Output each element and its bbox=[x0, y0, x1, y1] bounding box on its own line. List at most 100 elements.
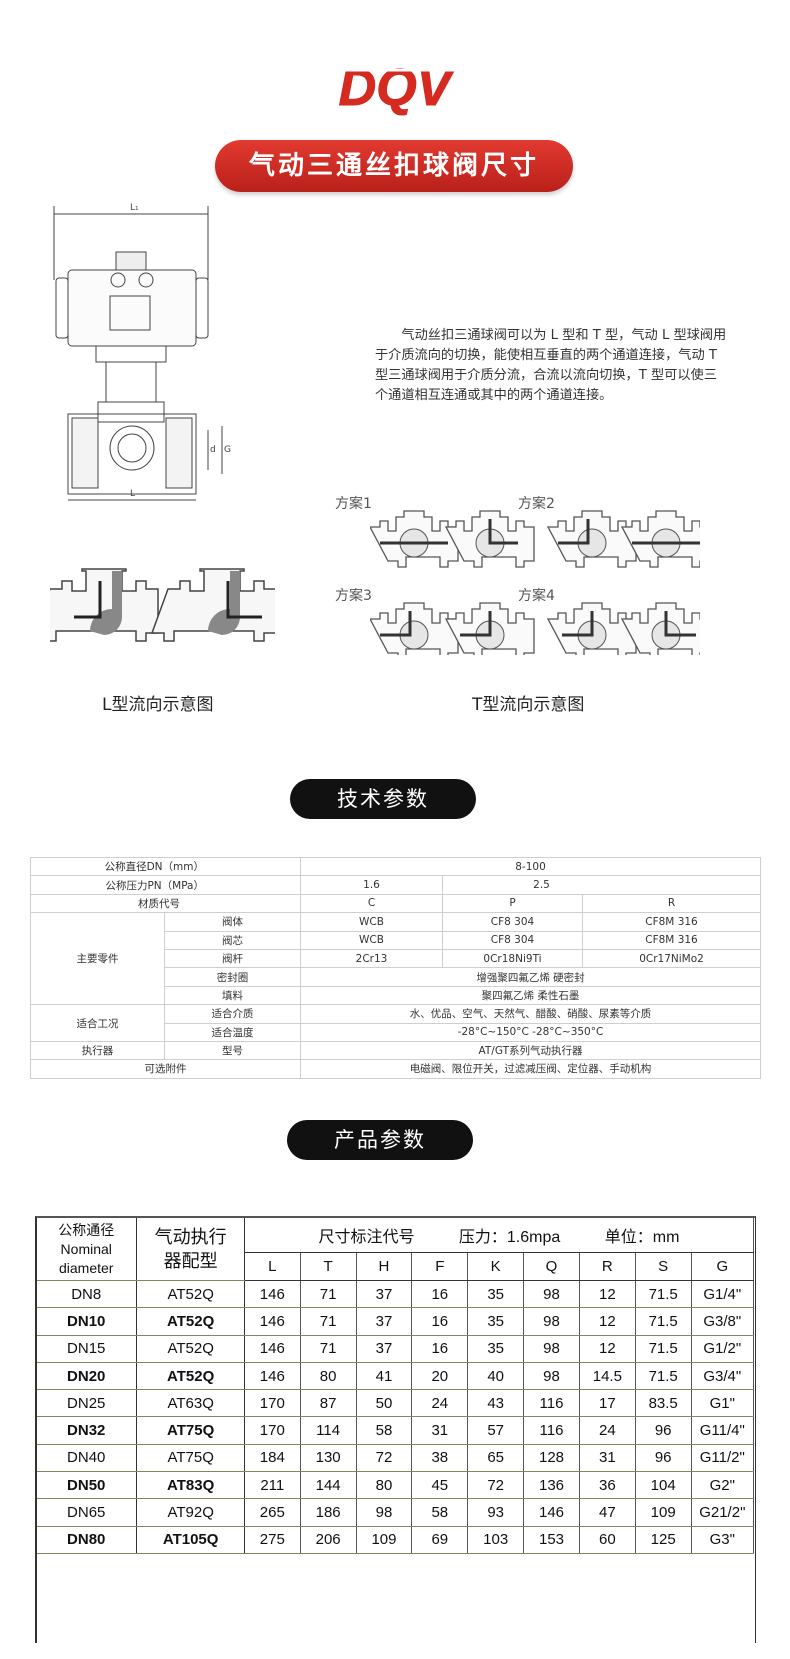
table-row: 密封圈 增强聚四氟乙烯 硬密封 bbox=[31, 967, 762, 987]
row-cell: 12 bbox=[579, 1335, 636, 1363]
actuator-model-label: 型号 bbox=[164, 1040, 301, 1061]
core-label: 阀芯 bbox=[164, 930, 301, 950]
row-cell: 104 bbox=[635, 1471, 692, 1500]
scheme-2-label: 方案2 bbox=[518, 496, 555, 512]
row-cell: 96 bbox=[635, 1416, 692, 1445]
row-cell: 146 bbox=[244, 1307, 301, 1336]
body-label: 阀体 bbox=[164, 912, 301, 932]
row-cell: 93 bbox=[467, 1498, 525, 1527]
column-header: Q bbox=[523, 1252, 580, 1281]
row-cell: 114 bbox=[300, 1416, 357, 1445]
scheme-4-label: 方案4 bbox=[518, 588, 555, 604]
row-dn: DN40 bbox=[36, 1444, 138, 1473]
table-row: 执行器 型号 AT/GT系列气动执行器 bbox=[30, 1040, 762, 1061]
row-cell: 146 bbox=[244, 1362, 301, 1391]
table-row: 适合工况 适合介质 水、优品、空气、天然气、醋酸、硝酸、尿素等介质 bbox=[30, 1004, 762, 1042]
row-cell: 211 bbox=[244, 1471, 301, 1500]
row-dn: DN10 bbox=[36, 1307, 138, 1336]
row-cell: G2" bbox=[691, 1471, 755, 1500]
row-cell: 31 bbox=[411, 1416, 469, 1445]
row-cell: 265 bbox=[244, 1498, 301, 1527]
row-cell: 65 bbox=[467, 1444, 525, 1473]
dim-L1-label: L₁ bbox=[130, 203, 139, 213]
row-cell: 186 bbox=[300, 1498, 357, 1527]
dim-L-label: L bbox=[130, 489, 135, 499]
row-cell: 71.5 bbox=[635, 1307, 692, 1336]
dims-header: 尺寸标注代号 压力：1.6mpa 单位：mm bbox=[244, 1218, 755, 1253]
row-cell: 45 bbox=[411, 1471, 469, 1500]
table-row: 材质代号 C P R bbox=[30, 893, 762, 914]
row-cell: 36 bbox=[579, 1471, 636, 1500]
row-actuator: AT63Q bbox=[136, 1389, 245, 1418]
row-cell: 35 bbox=[467, 1307, 525, 1336]
row-cell: 60 bbox=[579, 1526, 636, 1554]
product-description: 气动丝扣三通球阀可以为 L 型和 T 型，气动 L 型球阀用于介质流向的切换，能… bbox=[375, 328, 727, 403]
row-cell: 31 bbox=[579, 1444, 636, 1473]
row-cell: 98 bbox=[523, 1362, 580, 1391]
row-cell: 146 bbox=[244, 1335, 301, 1363]
nominal-zh: 公称通径 bbox=[58, 1221, 115, 1238]
row-cell: 98 bbox=[523, 1307, 580, 1336]
dn-value: 8-100 bbox=[299, 856, 762, 877]
row-cell: 83.5 bbox=[635, 1389, 692, 1418]
scheme-1-label: 方案1 bbox=[335, 496, 372, 512]
material-code-value: P bbox=[442, 893, 583, 914]
optional-accessories-value: 电磁阀、限位开关，过滤减压阀、定位器、手动机构 bbox=[299, 1059, 762, 1079]
row-dn: DN20 bbox=[36, 1362, 138, 1391]
row-actuator: AT52Q bbox=[136, 1335, 245, 1363]
row-cell: G1/4" bbox=[691, 1280, 755, 1309]
row-dn: DN32 bbox=[36, 1416, 138, 1445]
unit-label: 单位：mm bbox=[604, 1229, 680, 1246]
material-code-value: C bbox=[300, 893, 443, 914]
column-header: G bbox=[691, 1252, 755, 1281]
table-row: 公称直径DN（mm） 8-100 bbox=[30, 856, 762, 877]
row-cell: G3" bbox=[691, 1526, 755, 1554]
row-cell: 35 bbox=[467, 1335, 525, 1363]
row-cell: 153 bbox=[523, 1526, 580, 1554]
row-cell: G1/2" bbox=[691, 1335, 755, 1363]
row-actuator: AT52Q bbox=[136, 1280, 245, 1309]
row-cell: G11/2" bbox=[691, 1444, 755, 1473]
row-cell: 80 bbox=[356, 1471, 413, 1500]
core-value: CF8M 316 bbox=[581, 930, 762, 950]
pn-label: 公称压力PN（MPa） bbox=[30, 875, 301, 895]
dim-d-label: d bbox=[210, 445, 216, 455]
row-cell: 206 bbox=[300, 1526, 357, 1554]
dn-label: 公称直径DN（mm） bbox=[30, 856, 301, 877]
body-value: WCB bbox=[300, 912, 443, 932]
row-cell: 40 bbox=[467, 1362, 525, 1391]
table-row: 主要零件 阀体 WCB CF8 304 CF8M 316 bbox=[30, 912, 762, 1006]
row-cell: 37 bbox=[356, 1335, 413, 1363]
row-cell: 96 bbox=[635, 1444, 692, 1473]
table-row: 阀杆 2Cr13 0Cr18Ni9Ti 0Cr17NiMo2 bbox=[31, 948, 762, 969]
pn-value: 1.6 bbox=[300, 875, 443, 895]
dims-code-label: 尺寸标注代号 bbox=[318, 1229, 415, 1246]
pn-value: 2.5 bbox=[441, 875, 762, 895]
body-value: CF8 304 bbox=[442, 912, 583, 932]
row-cell: 69 bbox=[411, 1526, 469, 1554]
row-cell: 109 bbox=[356, 1526, 413, 1554]
row-cell: 109 bbox=[635, 1498, 692, 1527]
row-cell: 146 bbox=[523, 1498, 580, 1527]
row-cell: 130 bbox=[300, 1444, 357, 1473]
row-cell: 128 bbox=[523, 1444, 580, 1473]
page-title-banner: 气动三通丝扣球阀尺寸 bbox=[215, 140, 573, 192]
row-cell: 71 bbox=[300, 1335, 357, 1363]
stem-value: 0Cr18Ni9Ti bbox=[442, 948, 583, 969]
core-value: WCB bbox=[300, 930, 443, 950]
row-cell: 17 bbox=[579, 1389, 636, 1418]
row-cell: G21/2" bbox=[691, 1498, 755, 1527]
valve-dimension-drawing: L₁ d G L bbox=[48, 200, 248, 510]
optional-accessories-label: 可选附件 bbox=[30, 1059, 301, 1079]
row-cell: 87 bbox=[300, 1389, 357, 1418]
stem-value: 2Cr13 bbox=[300, 948, 443, 969]
column-header: F bbox=[411, 1252, 469, 1281]
row-cell: 24 bbox=[579, 1416, 636, 1445]
temperature-label: 适合温度 bbox=[164, 1022, 301, 1042]
row-cell: 80 bbox=[300, 1362, 357, 1391]
